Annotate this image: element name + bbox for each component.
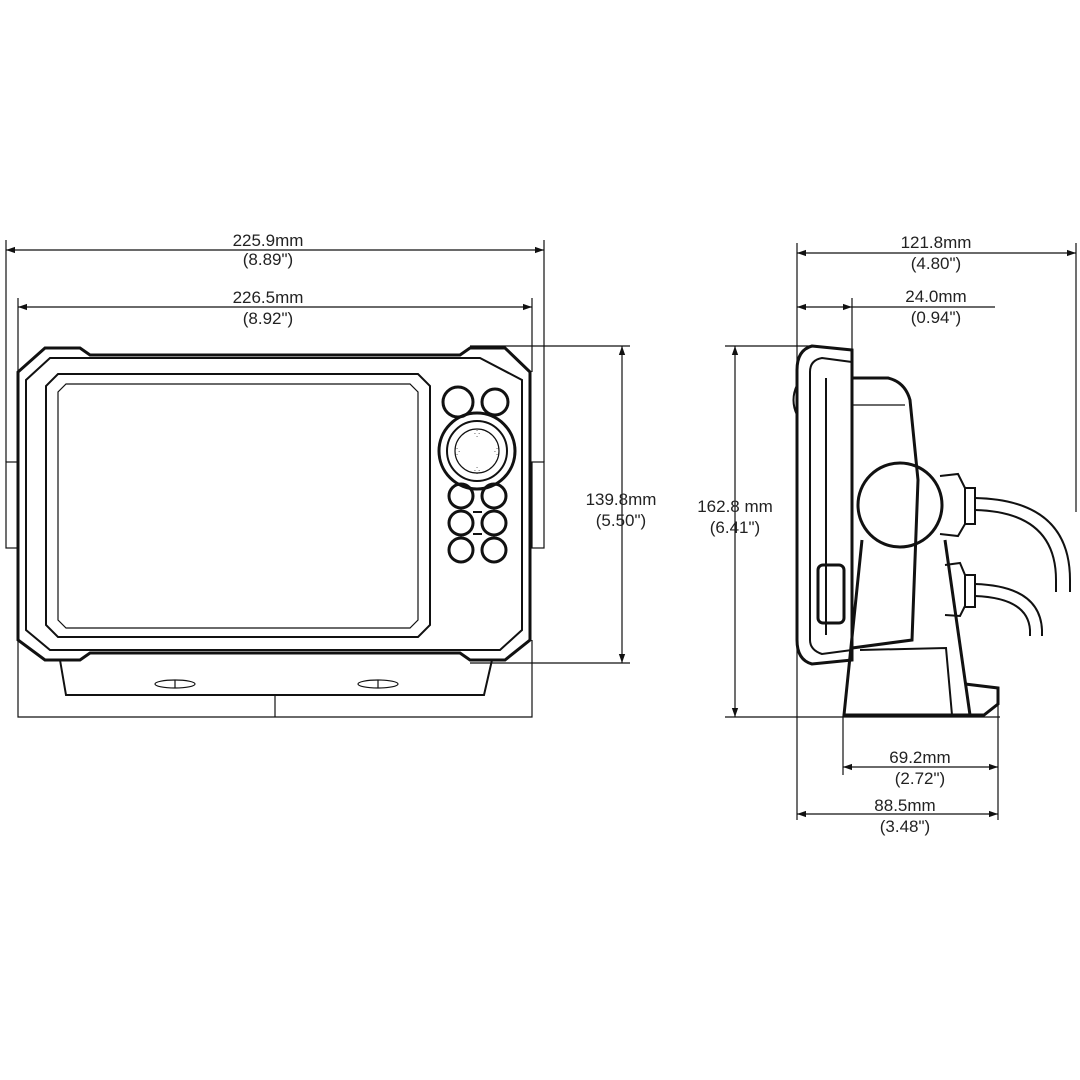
- key-button: [447, 536, 475, 564]
- front-dimensions: [5, 240, 630, 664]
- front-view: ⁛ ⁛ ⁛ ⁛: [5, 346, 545, 718]
- dpad-ring: [446, 420, 508, 482]
- svg-text:⁛: ⁛: [494, 448, 500, 456]
- dimension-labels: 225.9mm (8.89") 226.5mm (8.92") 139.8mm …: [233, 231, 972, 836]
- key-button: [447, 509, 475, 537]
- cable-2: [974, 583, 1043, 636]
- cable-1: [974, 497, 1071, 592]
- side-view: [792, 344, 1071, 717]
- side-unit-depth-in: (0.94"): [911, 308, 961, 327]
- front-keypad: ⁛ ⁛ ⁛ ⁛: [437, 385, 517, 564]
- side-total-depth-mm: 121.8mm: [901, 233, 972, 252]
- front-height-in: (5.50"): [596, 511, 646, 530]
- side-mount: [842, 461, 1000, 717]
- side-unit-housing: [850, 376, 920, 650]
- side-base-depth-in: (2.72"): [895, 769, 945, 788]
- side-total-height-mm: 162.8 mm: [697, 497, 773, 516]
- dpad-outer: [437, 411, 517, 491]
- front-outer-width-mm: 225.9mm: [233, 231, 304, 250]
- side-total-depth-in: (4.80"): [911, 254, 961, 273]
- side-card-slot: [816, 563, 846, 625]
- key-button: [480, 536, 508, 564]
- front-inner-width-mm: 226.5mm: [233, 288, 304, 307]
- key-button: [480, 509, 508, 537]
- front-unit-outer-body: [16, 346, 532, 662]
- dpad-center: [454, 428, 500, 474]
- svg-text:⁛: ⁛: [454, 448, 460, 456]
- side-dimensions: [725, 243, 1077, 820]
- svg-text:⁛: ⁛: [474, 430, 480, 438]
- side-total-height-in: (6.41"): [710, 518, 760, 537]
- side-mount-depth-in: (3.48"): [880, 817, 930, 836]
- front-inner-width-in: (8.92"): [243, 309, 293, 328]
- front-unit-bezel: [25, 357, 523, 651]
- front-mount-bracket: [5, 461, 545, 718]
- front-screen: [45, 373, 431, 638]
- key-button: [480, 482, 508, 510]
- front-outer-width-in: (8.89"): [243, 250, 293, 269]
- front-height-mm: 139.8mm: [586, 490, 657, 509]
- side-base-depth-mm: 69.2mm: [889, 748, 950, 767]
- key-button: [447, 482, 475, 510]
- side-mount-depth-mm: 88.5mm: [874, 796, 935, 815]
- key-button: [480, 387, 510, 417]
- mount-knob: [856, 461, 944, 549]
- side-unit-depth-mm: 24.0mm: [905, 287, 966, 306]
- svg-text:⁛: ⁛: [474, 467, 480, 475]
